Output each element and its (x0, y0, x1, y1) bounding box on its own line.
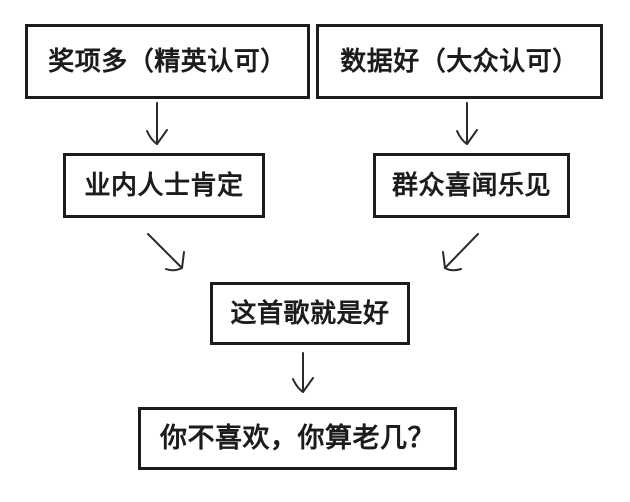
node-awards: 奖项多（精英认可） (25, 24, 310, 99)
node-masses-label: 群众喜闻乐见 (391, 170, 551, 201)
arrow-down-left-icon (437, 229, 485, 275)
arrow-down-icon (449, 100, 485, 148)
node-song: 这首歌就是好 (210, 282, 410, 345)
node-industry-label: 业内人士肯定 (84, 170, 244, 201)
node-conclusion: 你不喜欢，你算老几？ (138, 407, 457, 470)
node-data: 数据好（大众认可） (316, 24, 603, 99)
node-data-label: 数据好（大众认可） (340, 46, 579, 77)
node-masses: 群众喜闻乐见 (373, 153, 570, 218)
arrow-down-icon (285, 350, 321, 396)
arrow-down-right-icon (141, 229, 189, 275)
node-song-label: 这首歌就是好 (230, 298, 390, 329)
node-conclusion-label: 你不喜欢，你算老几？ (160, 423, 435, 454)
node-industry: 业内人士肯定 (63, 153, 265, 218)
node-awards-label: 奖项多（精英认可） (48, 46, 287, 77)
arrow-down-icon (139, 100, 175, 148)
